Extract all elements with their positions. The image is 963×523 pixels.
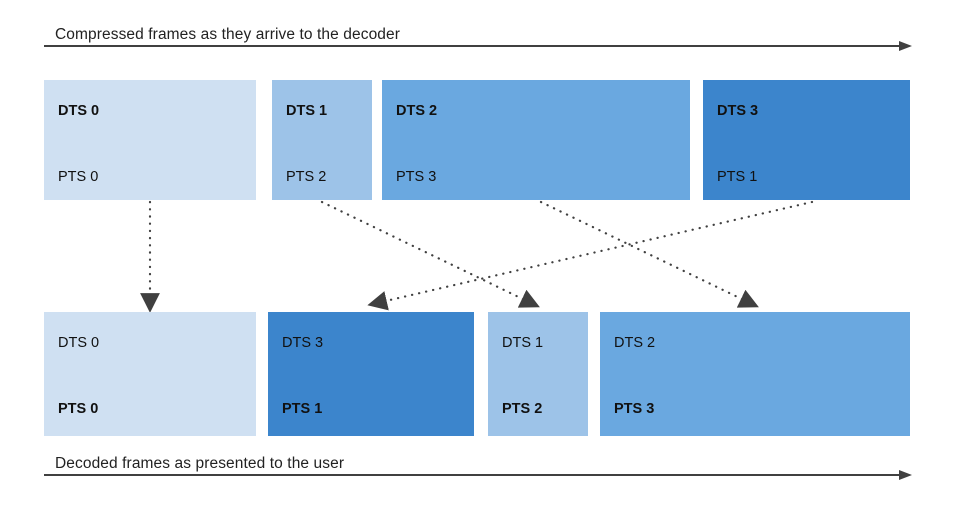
top-caption: Compressed frames as they arrive to the … [55, 26, 400, 43]
bottom-caption: Decoded frames as presented to the user [55, 455, 345, 472]
frame-pts-label: PTS 1 [282, 401, 323, 417]
frame-dts-label: DTS 2 [614, 335, 656, 351]
frame-pts-label: PTS 3 [396, 169, 437, 185]
frame-dts-label: DTS 1 [286, 103, 328, 119]
frame-pts-label: PTS 0 [58, 169, 99, 185]
connector-dts2-pts3 [539, 200, 759, 308]
decoded-frame-2[interactable]: DTS 1 PTS 2 [488, 312, 588, 436]
frame-dts-label: DTS 2 [396, 103, 438, 119]
compressed-frame-1[interactable]: DTS 1 PTS 2 [272, 80, 372, 200]
frame-dts-label: DTS 0 [58, 335, 100, 351]
compressed-frame-3[interactable]: DTS 3 PTS 1 [703, 80, 910, 200]
frame-dts-label: DTS 1 [502, 335, 544, 351]
frame-pts-label: PTS 0 [58, 401, 99, 417]
frame-dts-label: DTS 3 [717, 103, 759, 119]
connector-dts3-pts1 [367, 200, 814, 311]
compressed-frame-2[interactable]: DTS 2 PTS 3 [382, 80, 690, 200]
decoded-frame-1[interactable]: DTS 3 PTS 1 [268, 312, 474, 436]
frame-pts-label: PTS 2 [286, 169, 327, 185]
frame-dts-label: DTS 3 [282, 335, 324, 351]
frame-dts-label: DTS 0 [58, 103, 100, 119]
decoded-frame-3[interactable]: DTS 2 PTS 3 [600, 312, 910, 436]
connector-dts1-pts2 [320, 200, 540, 308]
bottom-timeline-arrow [44, 470, 912, 480]
frame-pts-label: PTS 1 [717, 169, 758, 185]
compressed-frame-0[interactable]: DTS 0 PTS 0 [44, 80, 256, 200]
frame-pts-label: PTS 3 [614, 401, 655, 417]
frame-pts-label: PTS 2 [502, 401, 543, 417]
decoded-frame-0[interactable]: DTS 0 PTS 0 [44, 312, 256, 436]
top-timeline-arrow [44, 41, 912, 51]
